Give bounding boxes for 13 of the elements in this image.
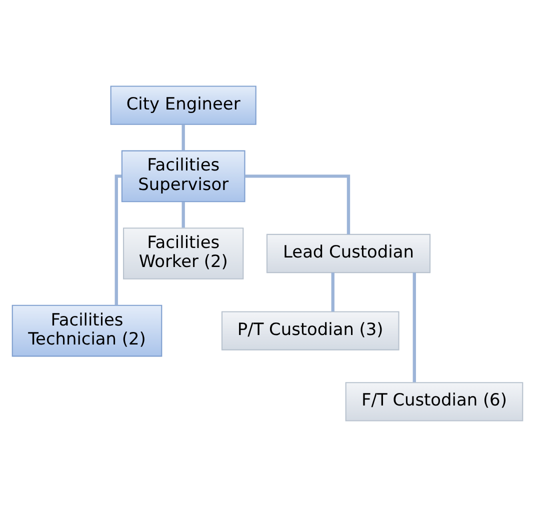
connector (182, 201, 185, 228)
connector (331, 272, 334, 312)
node-box: P/T Custodian (3) (221, 310, 400, 350)
node-box: Facilities Supervisor (121, 150, 246, 202)
node-box: Facilities Worker (2) (123, 227, 244, 279)
connector (182, 124, 185, 150)
node-box: Facilities Technician (2) (12, 304, 162, 356)
connector (114, 174, 122, 305)
connector (412, 272, 416, 382)
node-box: City Engineer (110, 85, 256, 124)
node-box: F/T Custodian (6) (345, 382, 524, 421)
connector (244, 174, 350, 234)
node-box: Lead Custodian (266, 233, 431, 273)
